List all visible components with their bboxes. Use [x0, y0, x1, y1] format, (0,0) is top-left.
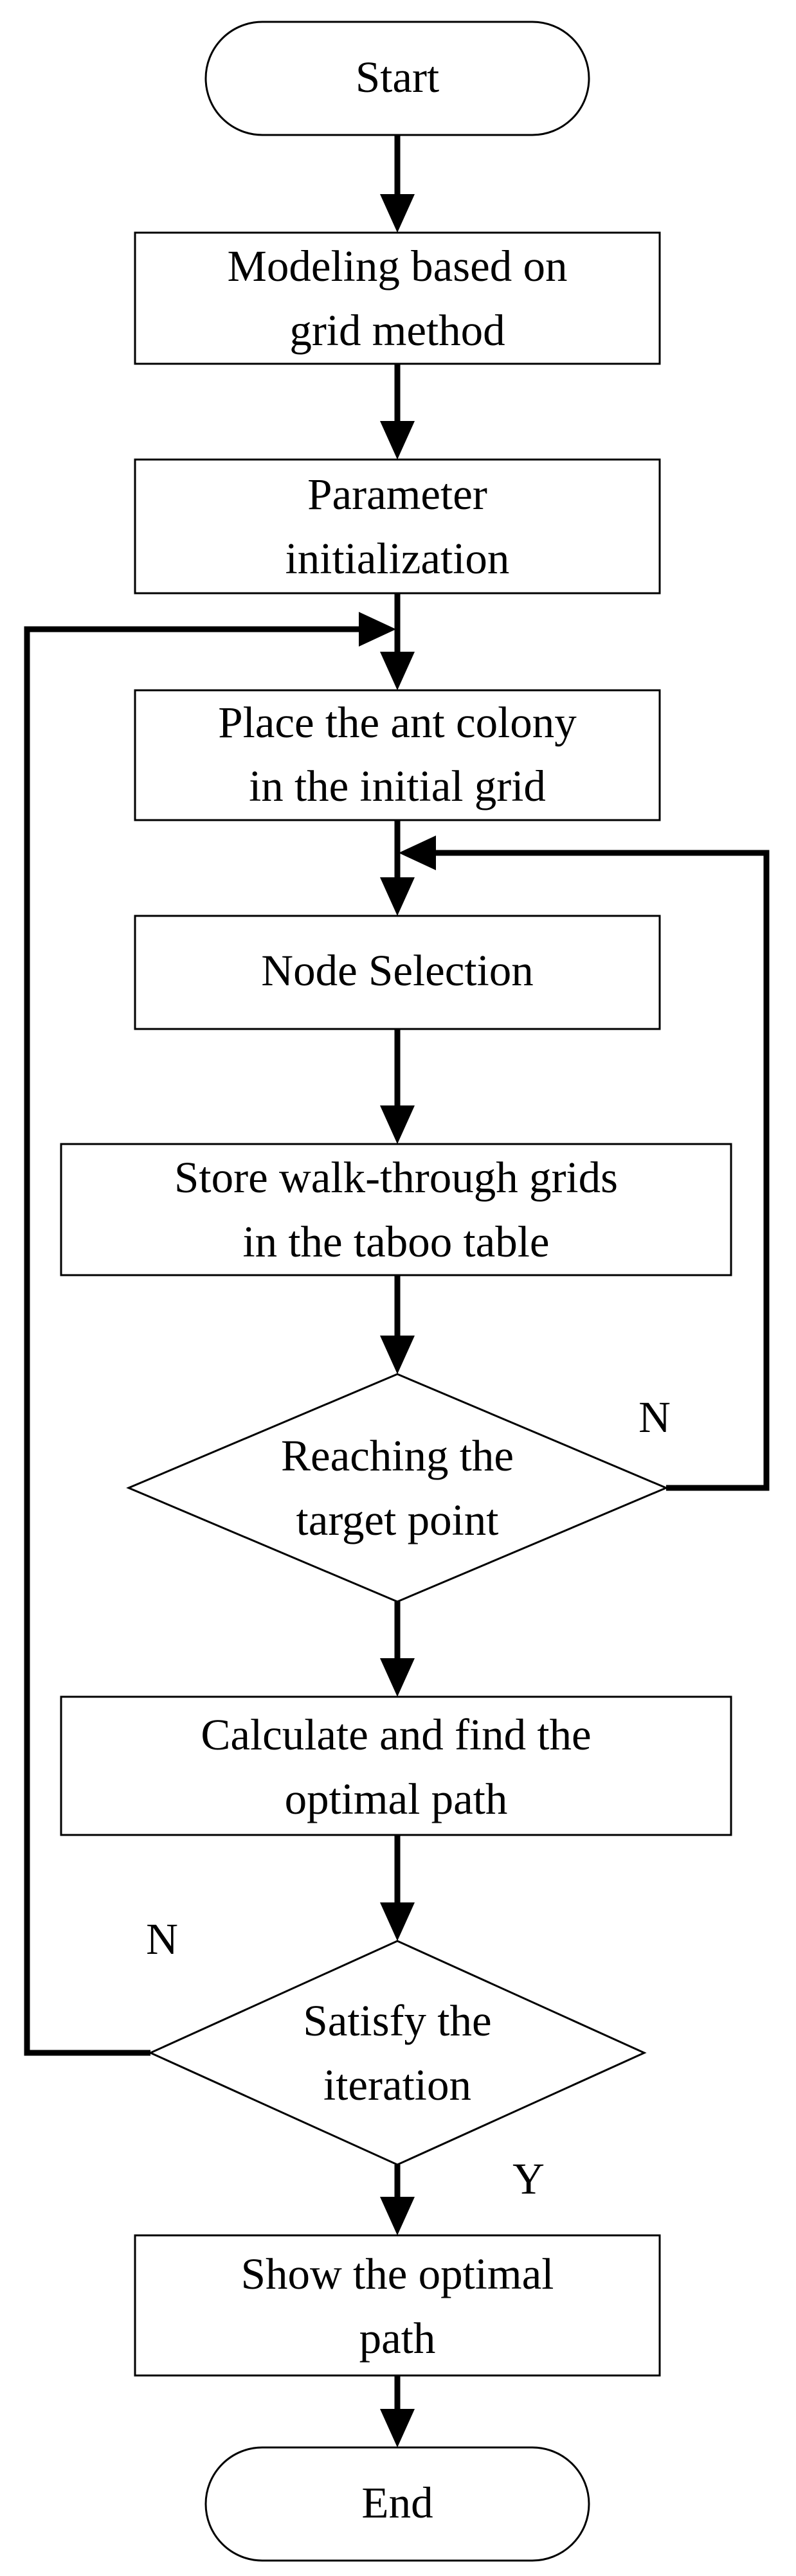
node-selection-label: Node Selection — [261, 946, 533, 995]
calculate-label-line-2: optimal path — [285, 1775, 508, 1823]
modeling-label-line-1: Modeling based on — [228, 242, 568, 291]
reaching-target-label-line-1: Reaching the — [281, 1431, 514, 1480]
show-path-label-line-1: Show the optimal — [241, 2250, 554, 2298]
calculate-path-node: Calculate and find the optimal path — [60, 1695, 732, 1836]
place-ant-colony-node: Place the ant colony in the initial grid — [134, 689, 661, 821]
place-colony-label-line-1: Place the ant colony — [218, 698, 577, 747]
reaching-target-no-label: N — [638, 1393, 671, 1442]
arrow-store-grids-to-reaching-target — [380, 1275, 415, 1374]
satisfy-iteration-no-label: N — [146, 1915, 178, 1963]
arrow-modeling-to-parameter — [380, 364, 415, 460]
store-grids-label-line-2: in the taboo table — [242, 1217, 549, 1266]
arrow-parameter-to-place-colony — [380, 593, 415, 690]
show-path-node: Show the optimal path — [134, 2234, 661, 2377]
store-grids-node: Store walk-through grids in the taboo ta… — [60, 1143, 732, 1276]
satisfy-label-line-1: Satisfy the — [303, 1996, 491, 2045]
show-path-label-line-2: path — [359, 2314, 436, 2363]
satisfy-iteration-yes-label: Y — [512, 2154, 545, 2203]
arrow-start-to-modeling — [380, 135, 415, 233]
parameter-label-line-1: Parameter — [307, 470, 487, 519]
end-node: End — [204, 2446, 590, 2562]
reaching-target-label-line-2: target point — [296, 1496, 499, 1544]
modeling-process-node: Modeling based on grid method — [134, 231, 661, 365]
start-label: Start — [356, 53, 439, 102]
reaching-target-decision: Reaching the target point — [126, 1373, 669, 1603]
node-selection-node: Node Selection — [134, 915, 661, 1030]
arrow-calculate-to-satisfy — [380, 1835, 415, 1941]
satisfy-iteration-decision: Satisfy the iteration — [148, 1940, 647, 2166]
start-node: Start — [204, 21, 590, 136]
parameter-initialization-node: Parameter initialization — [134, 458, 661, 595]
store-grids-label-line-1: Store walk-through grids — [174, 1153, 618, 1202]
loop-arrow-reaching-target-no — [399, 836, 770, 1491]
place-colony-label-line-2: in the initial grid — [249, 762, 546, 810]
arrow-show-path-to-end — [380, 2375, 415, 2447]
modeling-label-line-2: grid method — [289, 306, 505, 355]
arrow-reaching-target-to-calculate — [380, 1602, 415, 1697]
end-label: End — [361, 2478, 433, 2527]
satisfy-label-line-2: iteration — [323, 2061, 471, 2109]
arrow-node-selection-to-store-grids — [380, 1029, 415, 1144]
loop-arrow-satisfy-iteration-no — [24, 612, 396, 2056]
arrow-satisfy-to-show-path — [380, 2165, 415, 2235]
arrow-place-colony-to-node-selection — [380, 820, 415, 916]
calculate-label-line-1: Calculate and find the — [201, 1710, 591, 1759]
parameter-label-line-2: initialization — [285, 534, 510, 583]
